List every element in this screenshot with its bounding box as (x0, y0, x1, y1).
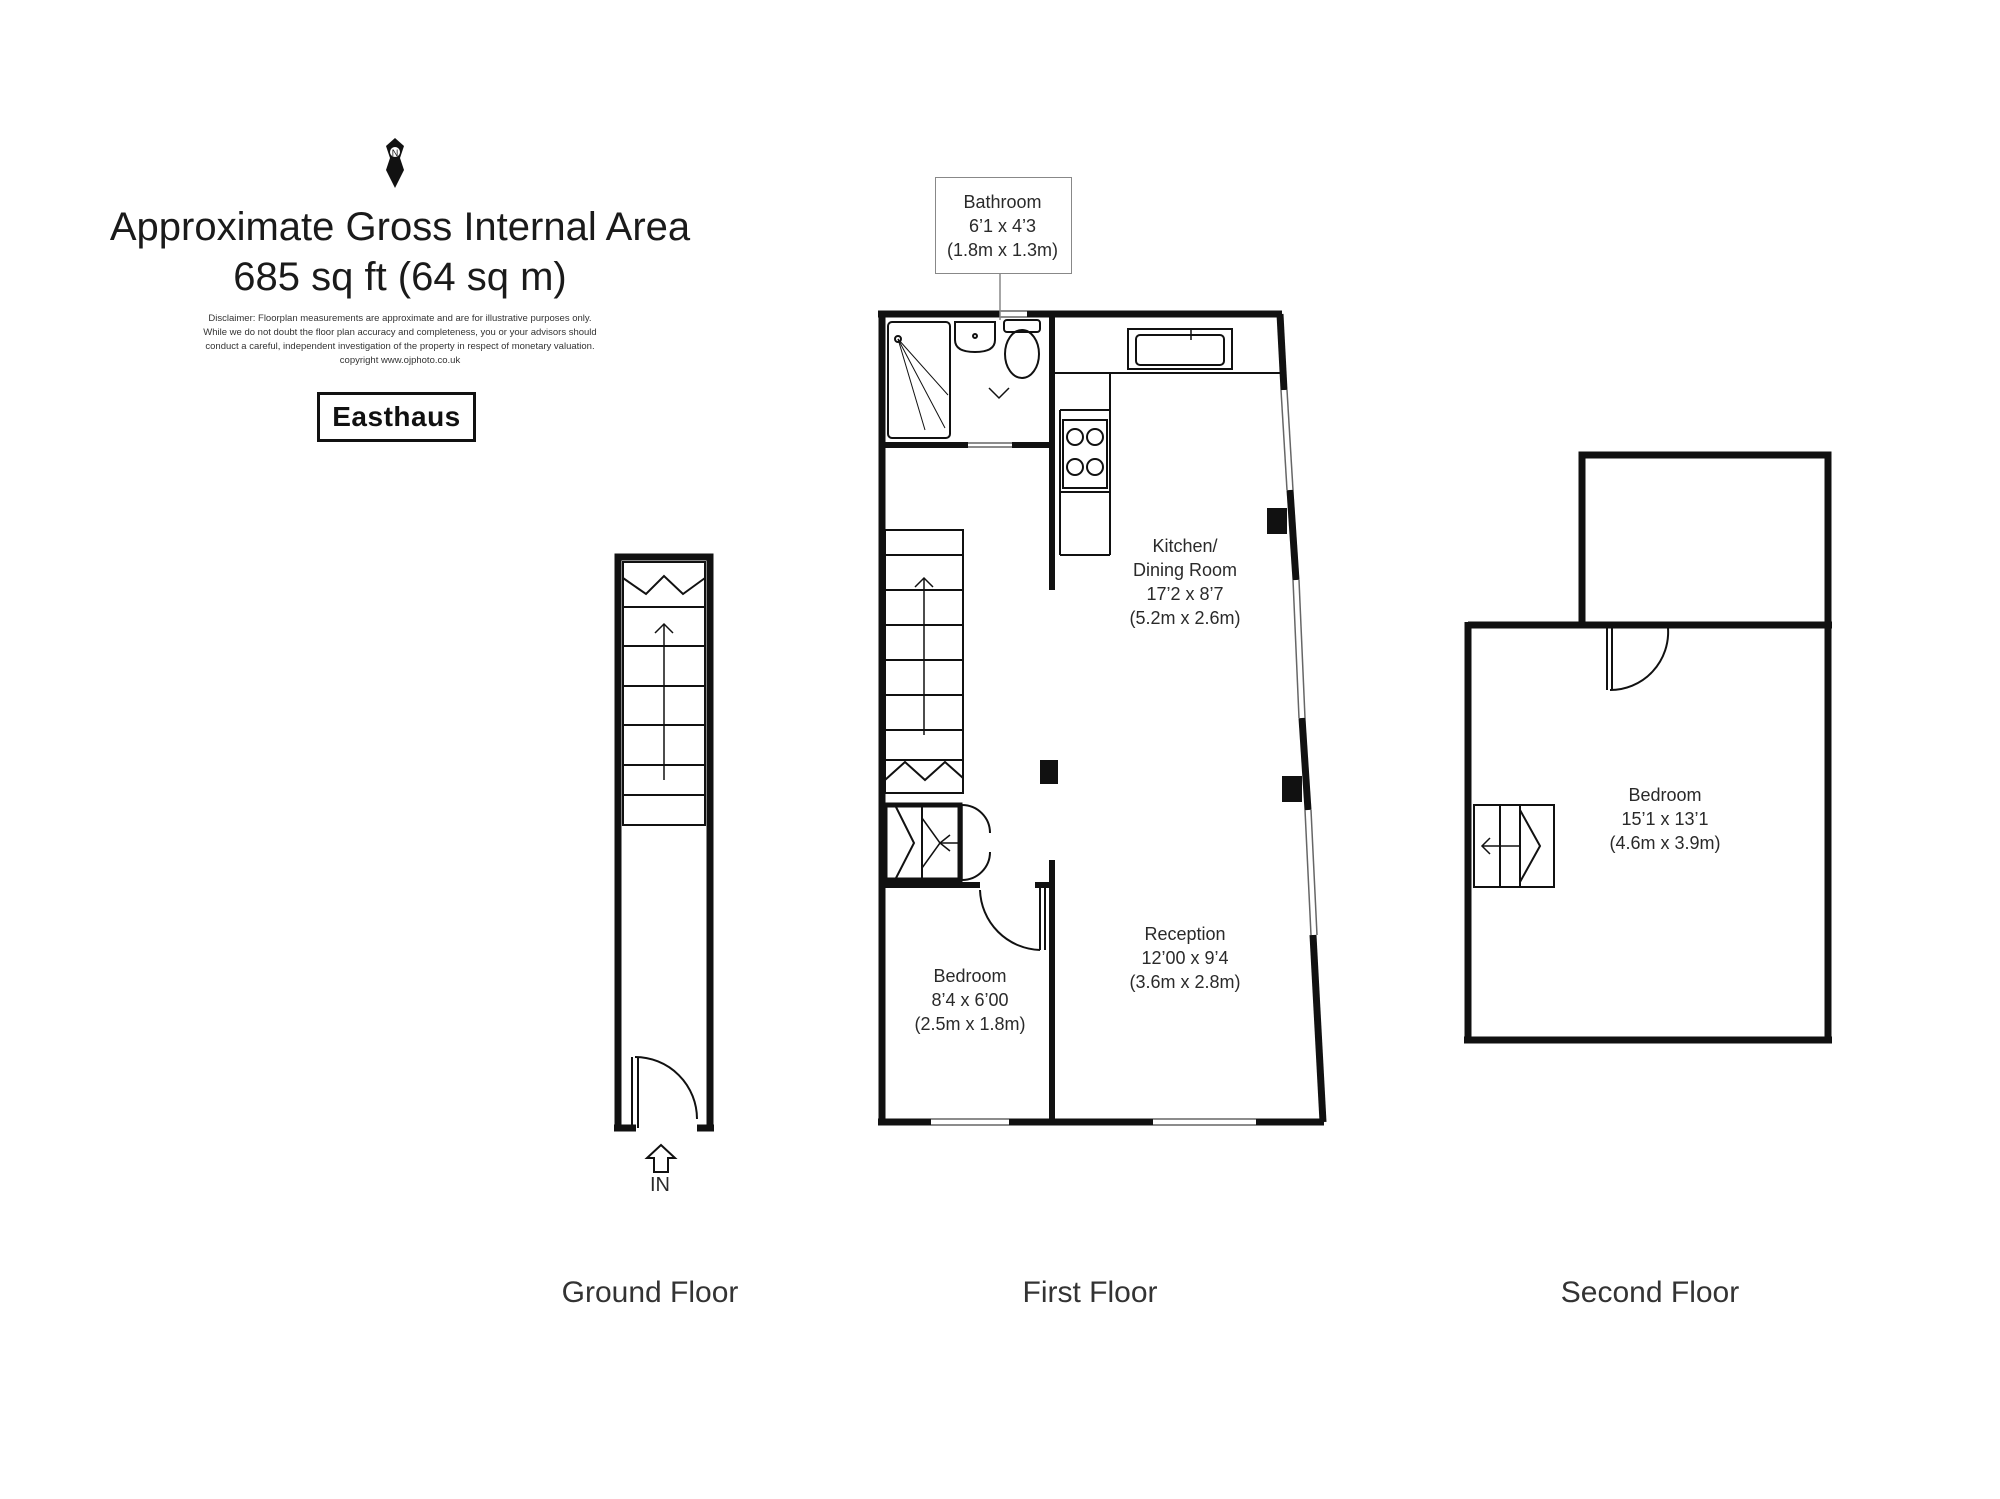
area-value: 685 sq ft (64 sq m) (233, 255, 567, 299)
disclaimer-copyright: copyright www.ojphoto.co.uk (339, 355, 461, 366)
compass-letter: N (392, 148, 399, 158)
room-name: Dining Room (1132, 560, 1238, 580)
direction-marker (988, 387, 1010, 400)
second-floor-label: Second Floor (1560, 1276, 1740, 1309)
room-name: Bedroom (1628, 785, 1702, 805)
room-size-imperial: 6’1 x 4’3 (968, 216, 1037, 236)
ground-floor-label: Ground Floor (561, 1276, 739, 1309)
reception-label: Reception 12’00 x 9’4 (3.6m x 2.8m) (1100, 922, 1270, 994)
kitchen-label: Kitchen/ Dining Room 17’2 x 8’7 (5.2m x … (1100, 534, 1270, 630)
first-floor-bedroom-door (979, 885, 1046, 951)
brand-logo: Easthaus (317, 392, 476, 442)
first-floor-stairs (884, 529, 964, 794)
room-name: Bedroom (933, 966, 1007, 986)
room-size-metric: (3.6m x 2.8m) (1129, 972, 1241, 992)
second-floor-stairs (1473, 804, 1555, 888)
first-floor-bedroom-label: Bedroom 8’4 x 6’00 (2.5m x 1.8m) (895, 964, 1045, 1036)
room-name: Kitchen/ (1152, 536, 1218, 556)
column (1040, 760, 1058, 784)
disclaimer-line: conduct a careful, independent investiga… (205, 341, 595, 352)
room-size-metric: (5.2m x 2.6m) (1129, 608, 1241, 628)
first-floor-outer-walls (878, 310, 1327, 1126)
first-floor-label: First Floor (1022, 1276, 1158, 1309)
room-size-imperial: 12’00 x 9’4 (1141, 948, 1229, 968)
sink-icon (1135, 334, 1225, 366)
toilet-icon (1003, 319, 1041, 379)
north-arrow-icon: N (386, 138, 404, 188)
second-floor-plan (1464, 451, 1832, 1044)
shower-icon (887, 321, 951, 439)
wall-pillar (1267, 508, 1287, 534)
first-floor-cupboard (882, 802, 991, 883)
disclaimer-line: Disclaimer: Floorplan measurements are a… (208, 313, 592, 324)
disclaimer-line: While we do not doubt the floor plan acc… (203, 327, 597, 338)
second-floor-door (1606, 627, 1670, 692)
room-size-metric: (4.6m x 3.9m) (1609, 833, 1721, 853)
first-floor-plan (878, 310, 1327, 1126)
wall-pillar (1282, 776, 1302, 802)
entrance-label: IN (650, 1174, 670, 1196)
ground-floor-stairs (622, 561, 706, 826)
room-name: Bathroom (963, 192, 1042, 212)
second-floor-bedroom-label: Bedroom 15’1 x 13’1 (4.6m x 3.9m) (1580, 783, 1750, 855)
bathroom-label: Bathroom 6’1 x 4’3 (1.8m x 1.3m) (935, 190, 1070, 262)
ground-floor-plan (614, 553, 714, 1173)
room-name: Reception (1144, 924, 1226, 944)
room-size-imperial: 8’4 x 6’00 (931, 990, 1009, 1010)
ground-floor-entrance-door (631, 1056, 698, 1128)
area-title: Approximate Gross Internal Area (109, 205, 691, 249)
first-floor-windows (931, 310, 1318, 1126)
room-size-metric: (2.5m x 1.8m) (914, 1014, 1026, 1034)
room-size-imperial: 15’1 x 13’1 (1621, 809, 1709, 829)
room-size-imperial: 17’2 x 8’7 (1146, 584, 1224, 604)
disclaimer: Disclaimer: Floorplan measurements are a… (130, 312, 670, 368)
room-size-metric: (1.8m x 1.3m) (946, 240, 1059, 260)
entrance-arrow-icon (644, 1143, 678, 1173)
bathroom-walls (882, 314, 1055, 448)
basin-icon (954, 321, 996, 354)
bathroom-callout (935, 177, 1072, 274)
hob-icon (1062, 419, 1108, 489)
kitchen-units (1052, 328, 1280, 556)
